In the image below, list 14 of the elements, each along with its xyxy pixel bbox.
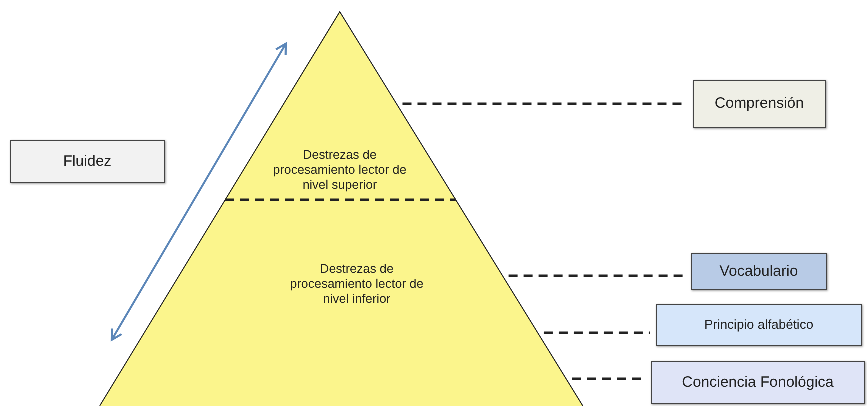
box-label: Vocabulario (720, 262, 798, 280)
leader-line (508, 274, 685, 278)
label-box (691, 253, 827, 290)
label-box (693, 80, 826, 128)
leader-line (544, 332, 650, 334)
box-label: Principio alfabético (704, 317, 814, 333)
box-label: Comprensión (714, 95, 804, 113)
box-label: Conciencia Fonológica (682, 374, 834, 392)
label-box (651, 361, 865, 404)
section-label: Destrezas de procesamiento lector de nivel superior (272, 148, 408, 193)
label-box (656, 304, 862, 346)
label-box (10, 140, 165, 183)
box-label: Fluidez (63, 152, 112, 170)
section-label: Destrezas de procesamiento lector de nivel inferior (289, 262, 425, 307)
